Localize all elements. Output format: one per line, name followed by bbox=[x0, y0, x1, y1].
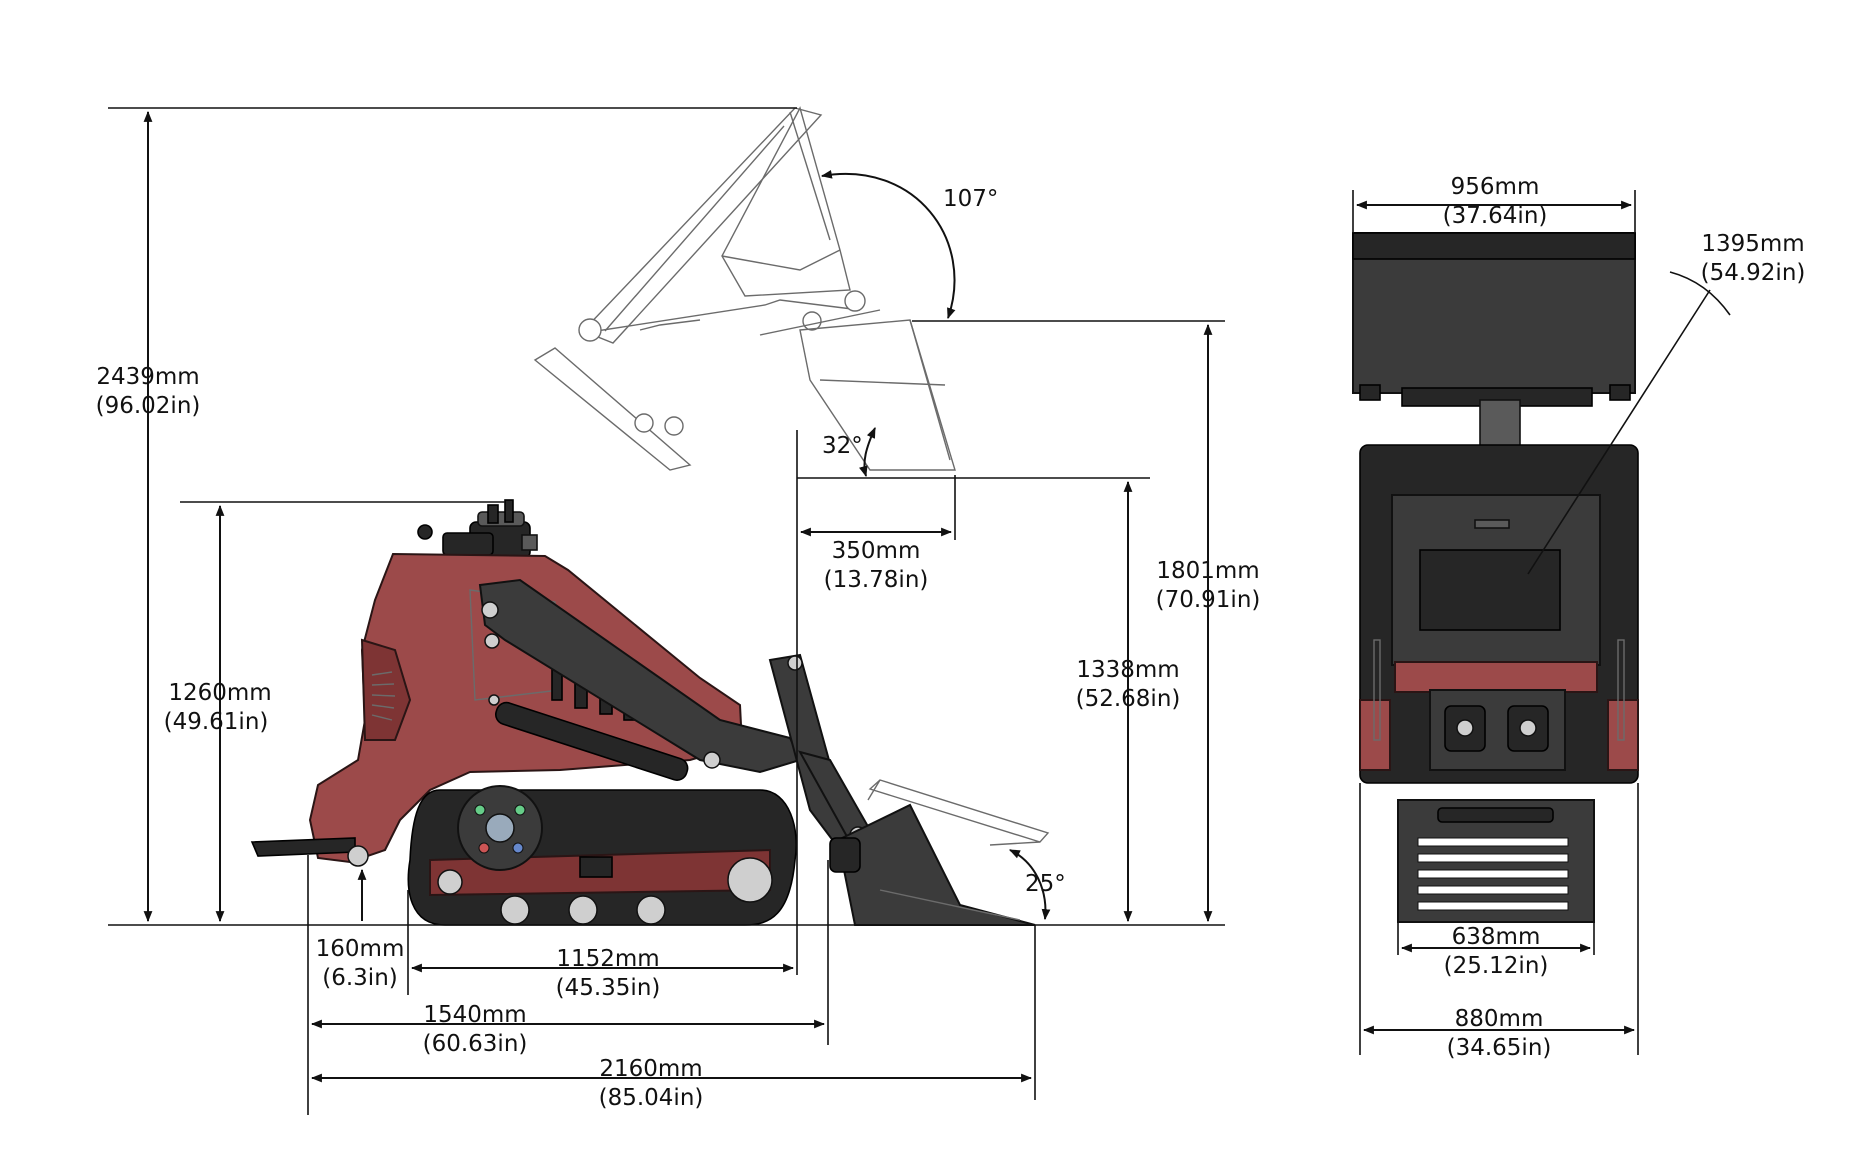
overall-height-in: (96.02in) bbox=[96, 393, 201, 419]
overall-length-mm: 2160mm bbox=[599, 1056, 702, 1082]
ground-clearance-mm: 160mm bbox=[316, 936, 405, 962]
front-view: 956mm (37.64in) 1395mm (54.92in) 638mm (… bbox=[1352, 174, 1806, 1061]
machine-height-mm: 1260mm bbox=[168, 680, 271, 706]
engine-grille bbox=[371, 671, 396, 721]
dump-height-in: (52.68in) bbox=[1076, 686, 1181, 712]
ground-clearance-in: (6.3in) bbox=[322, 965, 398, 991]
rollback-angle: 107° bbox=[943, 186, 998, 212]
raised-bucket-ghost bbox=[533, 106, 956, 471]
front-step-plate bbox=[1397, 799, 1595, 923]
track-gauge-in: (25.12in) bbox=[1444, 953, 1549, 979]
side-view-labels: 2439mm (96.02in) 1260mm (49.61in) 160mm … bbox=[96, 186, 1261, 1111]
dump-angle: 32° bbox=[822, 433, 863, 459]
track-length-in: (45.35in) bbox=[556, 975, 661, 1001]
overall-width-mm: 880mm bbox=[1455, 1006, 1544, 1032]
turning-radius-in: (54.92in) bbox=[1701, 260, 1806, 286]
turning-radius-mm: 1395mm bbox=[1701, 231, 1804, 257]
overall-width-in: (34.65in) bbox=[1447, 1035, 1552, 1061]
dimension-lines bbox=[108, 107, 1225, 1115]
track bbox=[407, 785, 798, 926]
dump-height-mm: 1338mm bbox=[1076, 657, 1179, 683]
side-view: 2439mm (96.02in) 1260mm (49.61in) 160mm … bbox=[96, 106, 1261, 1115]
dump-reach-in: (13.78in) bbox=[824, 567, 929, 593]
bucket-width-mm: 956mm bbox=[1451, 174, 1540, 200]
front-chassis bbox=[1359, 444, 1639, 784]
front-dimension-lines bbox=[1352, 190, 1731, 1055]
lowered-bucket-ghost bbox=[867, 779, 1050, 846]
bucket bbox=[829, 803, 1036, 926]
dump-reach-mm: 350mm bbox=[832, 538, 921, 564]
length-no-bucket-in: (60.63in) bbox=[423, 1031, 528, 1057]
rear-platform bbox=[250, 837, 369, 867]
control-tower bbox=[417, 499, 538, 559]
hinge-pin-height-in: (70.91in) bbox=[1156, 587, 1261, 613]
hinge-pin-height-mm: 1801mm bbox=[1156, 558, 1259, 584]
bucket-width-in: (37.64in) bbox=[1443, 203, 1548, 229]
machine-height-in: (49.61in) bbox=[164, 709, 269, 735]
front-view-labels: 956mm (37.64in) 1395mm (54.92in) 638mm (… bbox=[1443, 174, 1806, 1061]
track-gauge-mm: 638mm bbox=[1452, 924, 1541, 950]
track-length-mm: 1152mm bbox=[556, 946, 659, 972]
overall-length-in: (85.04in) bbox=[599, 1085, 704, 1111]
ground-angle: 25° bbox=[1025, 871, 1066, 897]
length-no-bucket-mm: 1540mm bbox=[423, 1002, 526, 1028]
overall-height-mm: 2439mm bbox=[96, 364, 199, 390]
